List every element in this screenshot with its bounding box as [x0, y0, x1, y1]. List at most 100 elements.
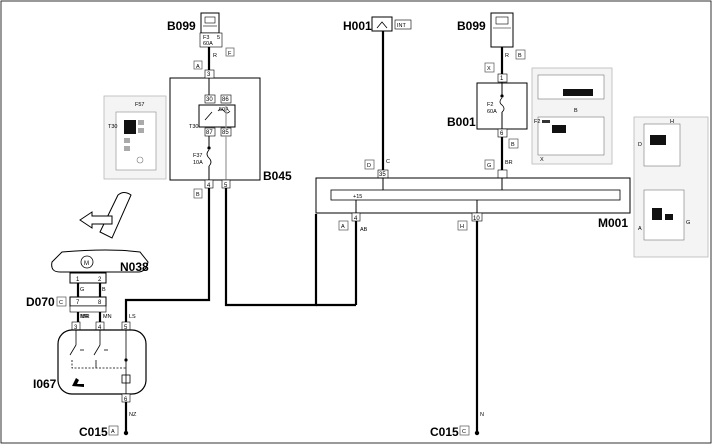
b045-pin30-box — [204, 94, 216, 104]
b099-left-fuse-rating: 60A — [203, 41, 213, 47]
b001-connector-b-box — [508, 138, 519, 149]
d070-wire-mr: MR — [80, 314, 89, 320]
b099-right-connector-b-box — [515, 49, 526, 60]
fusebox-label-left: T30 — [108, 124, 117, 130]
i067-pin-3: 3 — [74, 325, 78, 331]
b001-photo-inset: F2 B X — [531, 67, 613, 165]
wire-b045-4-to-i067 — [124, 188, 211, 322]
h001-switch-box — [371, 16, 393, 32]
b001-junction-dot — [500, 94, 504, 98]
b099-right-connector-r: B — [518, 53, 522, 59]
c015-left-code: C015 — [79, 425, 108, 439]
fusebox-f57-inset: F57 T30 — [103, 95, 167, 180]
n038-code: N038 — [120, 260, 149, 274]
b045-relay-coil-icon — [217, 108, 231, 114]
i067-pin-5: 5 — [124, 325, 128, 331]
h001-connector: D — [367, 163, 371, 169]
b045-pin87-box — [204, 127, 216, 137]
b099-left-code: B099 — [167, 19, 196, 33]
b001-fuse-rating: 60A — [487, 109, 497, 115]
b045-fuse-icon — [206, 149, 212, 167]
m001-connector-a-box — [338, 220, 349, 231]
n038-motor-icon — [80, 255, 94, 269]
i067-wire-nz: NZ — [129, 412, 137, 418]
b001-photo-label-x: X — [540, 157, 544, 163]
wire-b045-5-to-m001 — [224, 188, 318, 307]
b045-relay-body — [198, 104, 236, 128]
b001-connector-g-box — [484, 159, 495, 170]
d070-code: D070 — [26, 295, 55, 309]
m001-connector-h: H — [460, 224, 464, 230]
b099-right-connector-l: X — [487, 66, 491, 72]
arrow-left-icon — [79, 211, 113, 229]
b045-relay-id: T30 — [189, 124, 198, 130]
b099-left-fuse-box — [199, 32, 223, 48]
b045-relay-switch — [204, 111, 213, 121]
m001-photo-label-a: A — [638, 226, 642, 232]
fusebox-label-top: F57 — [135, 102, 144, 108]
b045-connector-bottom: B — [196, 192, 200, 198]
c015-right-code: C015 — [430, 425, 459, 439]
i067-switch-contacts — [69, 330, 131, 394]
b099-left-wire-letter: A — [196, 64, 200, 70]
n038-pin-2: 2 — [98, 277, 102, 283]
b099-left-connector-label: F — [228, 51, 232, 57]
n038-wire-b: B — [102, 287, 106, 293]
m001-photo-label-h: H — [670, 119, 674, 125]
b045-connector-b-box — [193, 188, 203, 199]
b045-fuse-rating: 10A — [193, 160, 203, 166]
i067-junction-dot — [124, 358, 128, 362]
b099-right-connector-x-box — [484, 62, 495, 73]
n038-wire-g: G — [80, 287, 84, 293]
m001-code: M001 — [598, 216, 628, 230]
b045-pin-top: 3 — [207, 72, 211, 78]
h001-wire-color: C — [386, 159, 390, 165]
b099-left-connector-f — [225, 47, 235, 57]
h001-code: H001 — [343, 19, 372, 33]
d070-pin-8: 8 — [98, 300, 102, 306]
b045-pin-4: 4 — [207, 183, 211, 189]
b001-photo-label-b: B — [574, 108, 578, 114]
m001-bus-label: +15 — [353, 194, 362, 200]
m001-bus-bar — [330, 189, 621, 201]
c015-right-connector: C — [462, 429, 466, 435]
b099-right-battery-symbol — [490, 12, 514, 48]
c015-left-connector-box — [108, 425, 119, 436]
seat-adjust-icon — [72, 378, 84, 387]
h001-tag: INT — [397, 23, 407, 29]
m001-connector-a: A — [341, 224, 345, 230]
d070-connector-box — [56, 296, 67, 307]
b099-left-battery-symbol — [200, 12, 220, 34]
m001-photo-inset: H D A G — [633, 116, 709, 258]
m001-wire-ab: AB — [360, 227, 368, 233]
c015-right-connector-box — [459, 425, 470, 436]
b045-pin-30: 30 — [206, 97, 213, 103]
b001-fuse-icon — [499, 97, 505, 113]
m001-photo-label-d: D — [638, 142, 642, 148]
i067-pin-4: 4 — [98, 325, 102, 331]
b099-left-connector-a — [193, 60, 203, 70]
b099-left-fuse-id: F3 — [203, 35, 209, 41]
m001-connector-h-box — [457, 220, 468, 231]
b001-connector-r: B — [511, 142, 515, 148]
h001-switch-icon — [376, 21, 388, 29]
b001-fuse-id: F2 — [487, 102, 493, 108]
b099-right-code: B099 — [457, 19, 486, 33]
b001-pin-6: 6 — [500, 131, 504, 137]
c015-left-ground-icon — [123, 430, 129, 436]
b099-left-fuse-pin: 5 — [217, 35, 220, 41]
i067-code: I067 — [33, 377, 57, 391]
m001-pin-4: 4 — [354, 216, 358, 222]
b045-pin-5: 5 — [224, 183, 228, 189]
b045-pin-85: 85 — [222, 130, 229, 136]
b001-photo-label-f2: F2 — [534, 119, 540, 125]
d070-connector: C — [59, 300, 63, 306]
b045-relay-rating: 50A — [219, 107, 229, 113]
d070-pin-7: 7 — [76, 300, 80, 306]
b045-junction-dot — [207, 146, 211, 150]
n038-pin-strip — [69, 272, 107, 284]
b099-right-wire-color: R — [505, 53, 509, 59]
